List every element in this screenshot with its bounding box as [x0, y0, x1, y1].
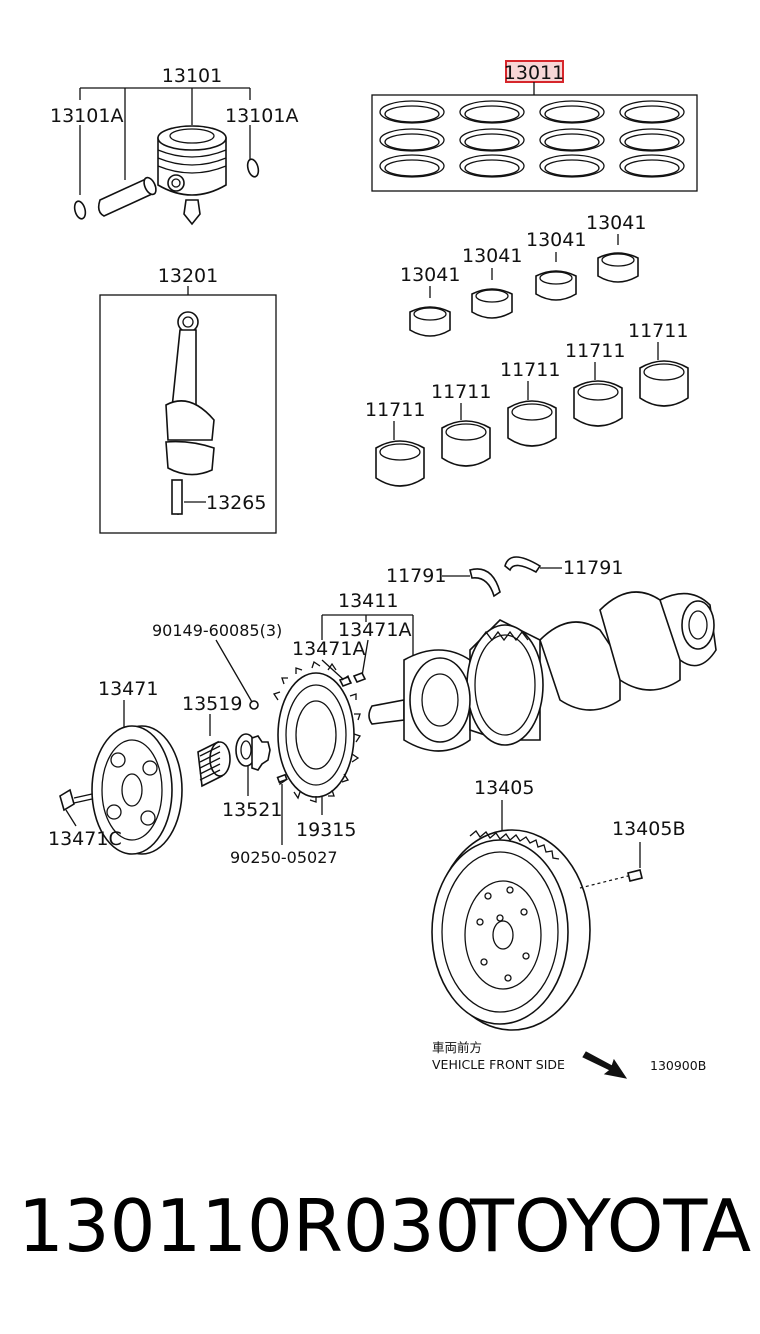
- label-main-bearing-3: 11711: [500, 359, 560, 381]
- crankshaft[interactable]: 13411 13471A 13471A: [292, 590, 717, 752]
- main-bearings[interactable]: 11711 11711 11711 11711 11711: [365, 320, 689, 487]
- label-piston: 13101: [162, 65, 222, 87]
- label-crankshaft: 13411: [338, 590, 398, 612]
- label-ring-set: 13011: [504, 62, 564, 84]
- label-main-bearing-5: 11711: [628, 320, 688, 342]
- label-conrod-bolt: 13265: [206, 492, 266, 514]
- figure-code: 130900B: [650, 1058, 706, 1073]
- caption-brand: TOYOTA: [470, 1184, 752, 1268]
- label-conrod-bearing-2: 13041: [462, 245, 522, 267]
- label-main-bearing-2: 11711: [431, 381, 491, 403]
- label-pin-top: 90149-60085(3): [152, 621, 282, 640]
- piston-assembly[interactable]: 13101 13101A 13101A: [50, 65, 298, 226]
- conrod-bearings[interactable]: 13041 13041 13041 13041: [400, 212, 646, 337]
- label-snap-ring-left: 13101A: [50, 105, 123, 127]
- label-conrod-bearing-4: 13041: [586, 212, 646, 234]
- label-main-bearing-4: 11711: [565, 340, 625, 362]
- note-front-side-en: VEHICLE FRONT SIDE: [432, 1057, 565, 1072]
- label-pulley-bolt: 13471C: [48, 828, 122, 850]
- front-side-note: 車両前方 VEHICLE FRONT SIDE 130900B: [432, 1040, 706, 1079]
- pin-top[interactable]: 90149-60085(3): [152, 621, 282, 710]
- label-key-right: 13471A: [338, 619, 411, 641]
- thrust-washers[interactable]: 11791 11791: [386, 556, 623, 598]
- label-flywheel: 13405: [474, 777, 534, 799]
- note-front-side-jp: 車両前方: [432, 1040, 482, 1055]
- label-conrod-bearing-3: 13041: [526, 229, 586, 251]
- caption-part-number: 130110R030: [18, 1184, 481, 1268]
- connecting-rod[interactable]: 13201 13265: [99, 265, 277, 534]
- label-thrust-washer-right: 11791: [563, 557, 623, 579]
- spacer[interactable]: 13521: [222, 733, 282, 821]
- label-pin-bottom: 90250-05027: [230, 848, 338, 867]
- sprocket[interactable]: 19315: [272, 660, 362, 841]
- label-gear: 13519: [182, 693, 242, 715]
- label-main-bearing-1: 11711: [365, 399, 425, 421]
- label-spacer: 13521: [222, 799, 282, 821]
- flywheel[interactable]: 13405 13405B: [431, 777, 685, 1031]
- label-flywheel-bolt: 13405B: [612, 818, 685, 840]
- label-conrod: 13201: [158, 265, 218, 287]
- label-snap-ring-right: 13101A: [225, 105, 298, 127]
- label-thrust-washer-left: 11791: [386, 565, 446, 587]
- crank-pulley[interactable]: 13471 13471C: [48, 678, 183, 855]
- timing-gear[interactable]: 13519: [182, 693, 242, 788]
- label-conrod-bearing-1: 13041: [400, 264, 460, 286]
- front-arrow-icon: [582, 1051, 628, 1079]
- label-key-left: 13471A: [292, 638, 365, 660]
- piston-ring-set[interactable]: 13011: [371, 60, 698, 192]
- pin-bottom[interactable]: 90250-05027: [230, 773, 338, 867]
- label-sprocket: 19315: [296, 819, 356, 841]
- label-pulley: 13471: [98, 678, 158, 700]
